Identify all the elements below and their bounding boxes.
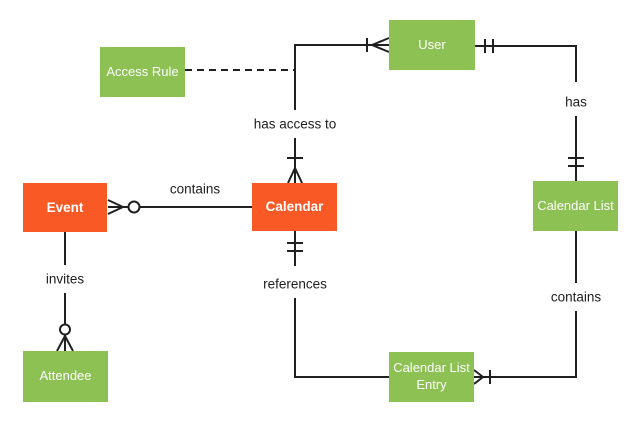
cardinality-one-one-ticks-icon <box>484 39 494 53</box>
relationship-label-contains-event: contains <box>169 181 221 197</box>
relationship-label-has: has <box>563 94 589 110</box>
relationship-label-invites: invites <box>43 271 87 287</box>
entity-calendar: Calendar <box>252 183 337 231</box>
entity-label: Attendee <box>39 368 92 384</box>
entity-event: Event <box>23 183 107 232</box>
connector-event-invites-attendee <box>56 232 74 352</box>
entity-calendar-list: Calendar List <box>533 181 618 231</box>
connector-line <box>474 311 577 378</box>
cardinality-one-one-ticks-icon <box>568 157 584 167</box>
entity-label: Access Rule <box>106 63 179 79</box>
connector-line <box>294 298 389 378</box>
relationship-label-has-access-to: has access to <box>251 116 339 132</box>
relationship-label-references: references <box>261 276 329 292</box>
connector-line <box>294 44 389 110</box>
connector-user-has-calendar-list <box>474 39 584 181</box>
connector-event-contains-calendar <box>107 199 252 215</box>
crow-foot-many-icon <box>371 37 390 53</box>
entity-label: Calendar List Entry <box>393 360 470 392</box>
crow-foot-many-icon <box>56 334 74 352</box>
cardinality-ring-zero-icon <box>59 323 71 336</box>
cardinality-one-one-ticks-icon <box>287 242 303 252</box>
connector-calendar-references-entry <box>287 231 389 378</box>
entity-user: User <box>389 20 475 70</box>
connector-calendar-has-access-to-user <box>287 37 390 184</box>
crow-foot-many-icon <box>287 167 303 184</box>
connector-calendar-list-contains-entry <box>473 231 577 385</box>
crow-foot-many-icon <box>107 199 129 215</box>
entity-label: Calendar <box>265 199 324 215</box>
entity-calendar-list-entry: Calendar List Entry <box>389 352 474 402</box>
entity-label: User <box>418 36 446 52</box>
cardinality-ring-zero-icon <box>127 200 141 214</box>
relationship-label-contains-list: contains <box>548 289 604 305</box>
entity-label: Calendar List <box>537 197 614 213</box>
entity-label: Event <box>46 199 84 215</box>
entity-access-rule: Access Rule <box>100 47 185 97</box>
connector-line <box>474 45 577 82</box>
entity-attendee: Attendee <box>23 351 108 402</box>
crow-foot-many-icon <box>473 369 484 385</box>
